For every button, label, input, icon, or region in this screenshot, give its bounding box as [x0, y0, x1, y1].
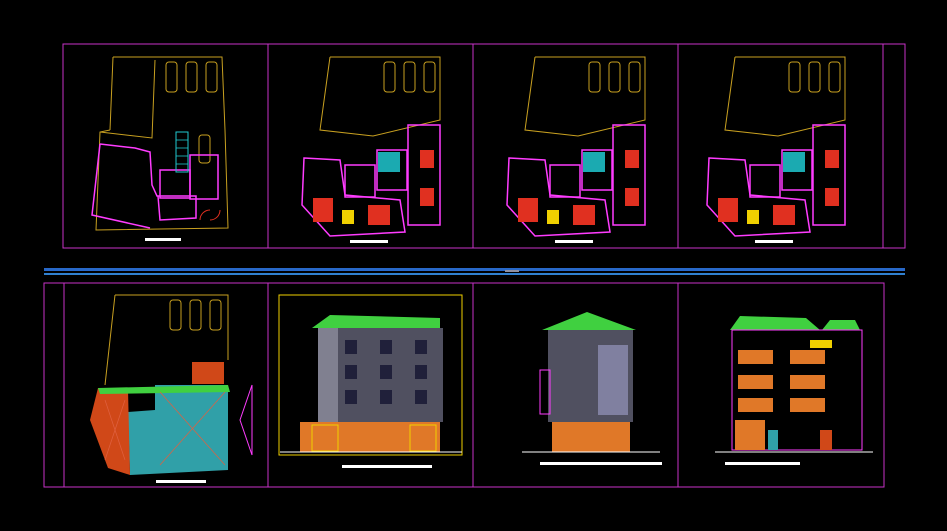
- elevation-frame: [278, 294, 463, 456]
- facade-windows: [345, 340, 427, 404]
- bedroom: [825, 150, 839, 168]
- gable-roof: [542, 312, 636, 330]
- furniture: [747, 210, 759, 224]
- bedroom: [825, 188, 839, 206]
- door-swing-icon: [199, 209, 221, 221]
- plot-boundary: [95, 56, 229, 231]
- stair-icon: [583, 152, 605, 172]
- roof-cyan-section: [128, 385, 228, 475]
- dining-room: [313, 198, 333, 222]
- bedroom: [625, 150, 639, 168]
- top-row-frames: [62, 43, 906, 249]
- furniture: [342, 210, 354, 224]
- bedroom: [420, 188, 434, 206]
- furniture: [547, 210, 559, 224]
- sheet-side-elevation[interactable]: [522, 312, 662, 465]
- roof-orange-section: [90, 388, 130, 475]
- sheet-front-elevation[interactable]: [278, 294, 463, 468]
- parked-cars: [165, 61, 218, 164]
- stair-icon: [378, 152, 400, 172]
- top-row-border: [62, 43, 906, 249]
- sheet-title-bar: [350, 240, 388, 243]
- dining-room: [718, 198, 738, 222]
- ground-floor-walls: [91, 143, 219, 229]
- facade-outline: [731, 329, 863, 451]
- bedroom: [773, 205, 795, 225]
- bottom-row-border: [43, 282, 885, 488]
- stair-icon: [175, 131, 189, 173]
- dining-room: [518, 198, 538, 222]
- ground-floor-shopfront: [300, 422, 440, 452]
- sheet-title-bar: [145, 238, 181, 241]
- bedroom: [420, 150, 434, 168]
- sheet-floor-plan-3[interactable]: [506, 56, 646, 243]
- sheet-site-ground-plan[interactable]: [91, 56, 229, 241]
- row-divider: [44, 268, 905, 275]
- bedroom: [368, 205, 390, 225]
- north-arrow-icon: [239, 384, 253, 456]
- sheet-title-bar: [555, 240, 593, 243]
- ground-floor-shopfront: [552, 422, 630, 452]
- sheet-title-bar: [755, 240, 793, 243]
- stair-treads: [176, 139, 188, 165]
- roof-red-section: [192, 362, 224, 384]
- sheet-title-bar: [540, 462, 662, 465]
- ground-floor-shopfront: [735, 420, 765, 450]
- sheet-roof-plan[interactable]: [90, 294, 253, 483]
- sheet-floor-plan-4[interactable]: [706, 56, 846, 243]
- stair-icon: [783, 152, 805, 172]
- bedroom: [573, 205, 595, 225]
- bottom-row-frames: [43, 282, 885, 488]
- roof-hip-lines: [104, 391, 226, 466]
- sheet-title-bar: [156, 480, 206, 483]
- balconies: [738, 350, 825, 412]
- sheet-rear-elevation[interactable]: [715, 316, 873, 465]
- sheet-floor-plan-2[interactable]: [301, 56, 441, 243]
- bedroom: [625, 188, 639, 206]
- sheet-title-bar: [342, 465, 432, 468]
- sheet-title-bar: [725, 462, 800, 465]
